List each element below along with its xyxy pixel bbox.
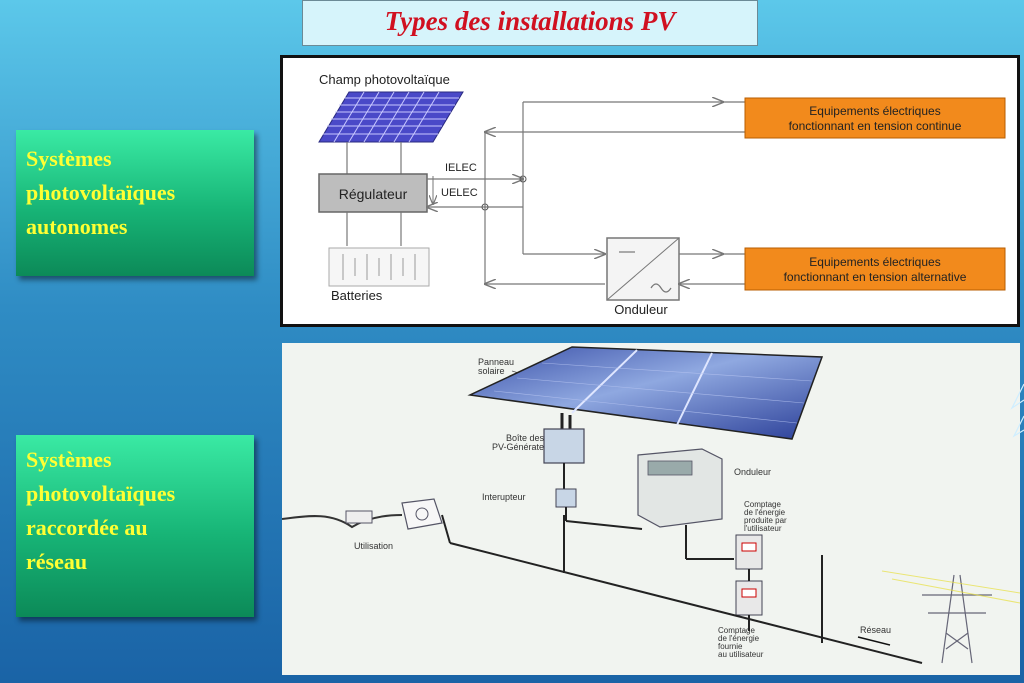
boite-label-2: PV-Générateurs (492, 442, 557, 452)
equip-ac-box (744, 247, 1006, 291)
panneau-label-1: Panneau (478, 357, 514, 367)
label-line: réseau (26, 549, 88, 574)
comptage-prod-3: produite par (744, 516, 787, 525)
comptage-fourn-2: de l'énergie (718, 634, 760, 643)
power-pylon-icon (922, 574, 992, 664)
interupteur-label: Interupteur (482, 492, 526, 502)
equip-dc-line2: fonctionnant en tension continue (789, 119, 962, 133)
grid-connected-diagram: Panneau solaire Boîte des PV-Générateurs… (281, 343, 1021, 675)
comptage-prod-1: Comptage (744, 500, 781, 509)
equip-dc-box (744, 97, 1006, 139)
solar-panel-icon (318, 91, 464, 143)
meter-production-icon (735, 534, 763, 570)
reseau-label: Réseau (860, 625, 891, 635)
boite-label-1: Boîte des (506, 433, 545, 443)
meter-consumption-icon (735, 580, 763, 616)
label-line: photovoltaïques (26, 180, 176, 205)
label-box-raccordee: Systèmes photovoltaïques raccordée au ré… (16, 435, 254, 617)
inverter-icon (606, 237, 680, 301)
comptage-fourn-4: au utilisateur (718, 650, 764, 659)
slide-title-box: Types des installations PV (302, 0, 758, 46)
label-box-autonomes: Systèmes photovoltaïques autonomes (16, 130, 254, 276)
batteries-label: Batteries (331, 288, 383, 303)
pv-box-icon (543, 428, 585, 464)
autonomous-diagram-svg: Champ photovoltaïque Régula (318, 72, 1006, 317)
grid-diagram-svg: Panneau solaire Boîte des PV-Générateurs… (281, 346, 1021, 664)
panneau-label-2: solaire (478, 366, 505, 376)
switch-icon (555, 488, 577, 508)
label-line: Systèmes (26, 146, 112, 171)
equip-dc-line1: Equipements électriques (809, 104, 940, 118)
decorative-lines-svg (1010, 383, 1024, 438)
plug-cable (281, 514, 403, 529)
plug-icon (345, 510, 373, 524)
regulateur-label: Régulateur (339, 186, 408, 202)
champ-label: Champ photovoltaïque (319, 72, 450, 87)
ielec-label: IELEC (445, 162, 477, 174)
label-line: autonomes (26, 214, 128, 239)
label-line: Systèmes (26, 447, 112, 472)
uelec-label: UELEC (441, 187, 478, 199)
slide-title: Types des installations PV (384, 6, 676, 36)
bidirectional-arrow-icon (857, 636, 891, 646)
inverter-icon (637, 448, 723, 528)
solar-panel-icon (467, 346, 824, 440)
onduleur-label: Onduleur (734, 467, 771, 477)
regulateur-box (318, 173, 428, 213)
utilisation-label: Utilisation (354, 541, 393, 551)
power-outlet-icon (401, 498, 443, 530)
comptage-fourn-3: fournie (718, 642, 743, 651)
onduleur-label: Onduleur (614, 302, 668, 317)
comptage-prod-4: l'utilisateur (744, 524, 782, 533)
equip-ac-line1: Equipements électriques (809, 255, 940, 269)
equip-ac-line2: fonctionnant en tension alternative (784, 270, 967, 284)
label-line: raccordée au (26, 515, 148, 540)
autonomous-system-diagram: Champ photovoltaïque Régula (280, 55, 1020, 327)
battery-icon (328, 247, 430, 287)
comptage-prod-2: de l'énergie (744, 508, 786, 517)
decorative-lines (1010, 380, 1024, 460)
comptage-fourn-1: Comptage (718, 626, 755, 635)
label-line: photovoltaïques (26, 481, 176, 506)
